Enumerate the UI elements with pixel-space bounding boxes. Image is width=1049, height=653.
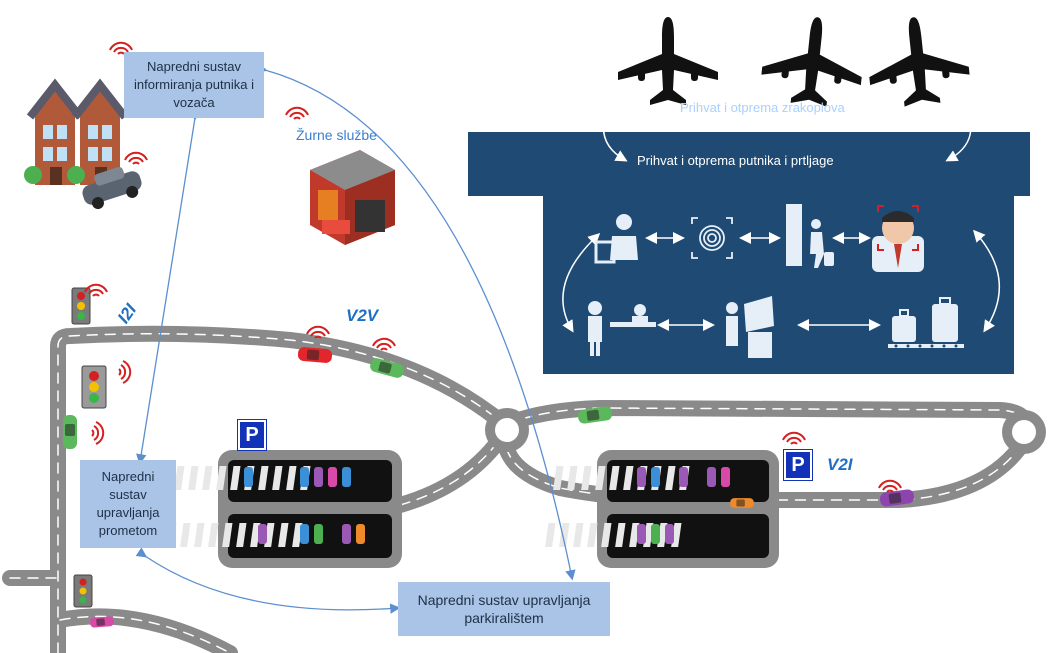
airplane-icon — [758, 12, 868, 110]
airplane-icon — [863, 12, 973, 110]
traffic-management-system-box: Napredni sustav upravljanja prometom — [80, 460, 176, 548]
aircraft-handling-label: Prihvat i otprema zrakoplova — [680, 100, 845, 115]
parking-lot-2 — [545, 450, 779, 568]
face-scan-icon — [872, 205, 924, 272]
connections — [135, 62, 576, 614]
check-in-icon — [594, 214, 638, 264]
terminal-panel — [468, 132, 1030, 374]
security-gate-icon — [786, 204, 834, 268]
v2i-label: V2I — [827, 455, 853, 474]
airplane-icon — [618, 17, 718, 105]
passenger-info-system-box: Napredni sustav informiranja putnika i v… — [124, 52, 264, 118]
passenger-handling-label: Prihvat i otprema putnika i prtljage — [637, 153, 834, 168]
car-icon — [82, 166, 142, 210]
parking-sign-icon: P — [237, 419, 267, 451]
emergency-services-label: Žurne službe — [296, 127, 377, 143]
fire-station-icon — [310, 150, 395, 245]
fingerprint-icon — [691, 217, 733, 259]
luggage-icon — [888, 297, 964, 348]
passenger-info-system-label: Napredni sustav informiranja putnika i v… — [134, 59, 254, 110]
traffic-light-icon — [81, 365, 107, 409]
v2v-label: V2V — [346, 306, 379, 325]
car-orange — [730, 498, 754, 508]
parking-management-system-box: Napredni sustav upravljanja parkiralište… — [398, 582, 610, 636]
traffic-management-system-label: Napredni sustav upravljanja prometom — [96, 469, 160, 538]
parking-management-system-label: Napredni sustav upravljanja parkiralište… — [417, 592, 591, 626]
parking-lot-1 — [166, 450, 402, 568]
parking-sign-icon: P — [783, 449, 813, 481]
kiosk-icon — [726, 296, 774, 358]
car-green-left — [63, 415, 77, 449]
house-icon — [24, 78, 84, 185]
desk-icon — [588, 301, 656, 356]
house-icon — [67, 78, 129, 185]
traffic-light-icon — [73, 574, 93, 608]
traffic-light-icon — [71, 287, 91, 325]
